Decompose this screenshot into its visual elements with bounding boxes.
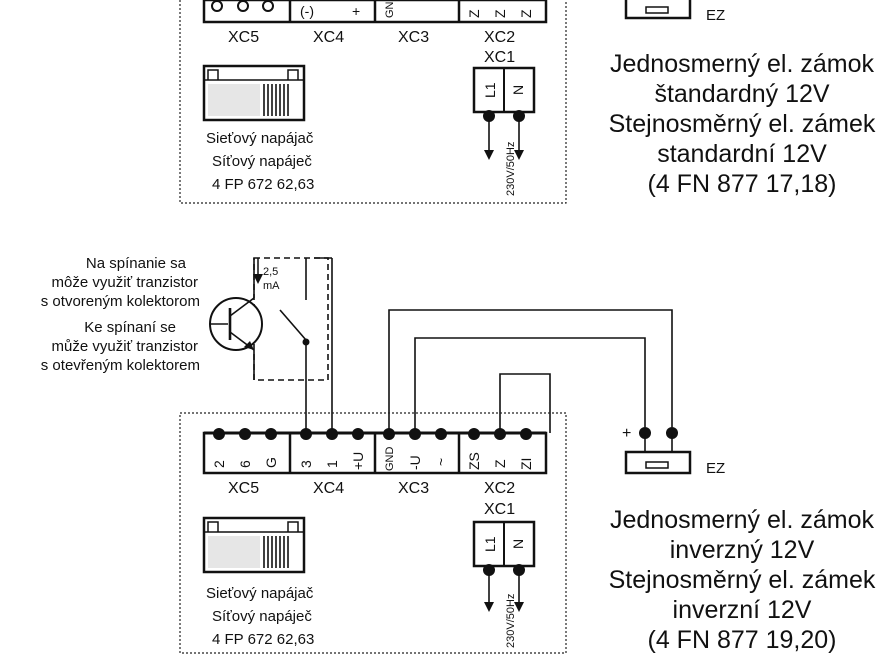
top-ez-label: EZ [706, 7, 725, 24]
pin-xc3-ac: ~ [433, 458, 449, 466]
top-label-xc5: XC5 [228, 29, 259, 46]
current-unit: mA [263, 280, 280, 292]
pin-xc4-3: 3 [298, 460, 314, 468]
top-psu-line3: 4 FP 672 62,63 [212, 176, 314, 193]
pin-xc4-1: 1 [324, 460, 340, 468]
bottom-desc-line5: (4 FN 877 19,20) [648, 626, 837, 654]
top-pin-z2: Z [492, 9, 508, 18]
top-pin-minus: (-) [300, 3, 314, 19]
top-label-xc3: XC3 [398, 29, 429, 46]
pin-xc5-2: 2 [211, 460, 227, 468]
top-power-supply-icon [202, 64, 306, 122]
note-cz-line1: Ke spínaní se [84, 319, 176, 336]
bottom-desc-line4: inverzní 12V [673, 596, 812, 624]
pin-xc2-zi: ZI [518, 458, 534, 470]
top-desc-line4: standardní 12V [657, 140, 827, 168]
note-sk-line1: Na spínanie sa [86, 255, 187, 272]
relay-contact-icon [279, 258, 310, 433]
top-pin-z3: Z [518, 9, 534, 18]
top-desc-line3: Stejnosměrný el. zámek [609, 110, 876, 138]
bottom-desc-line1: Jednosmerný el. zámok [610, 506, 875, 534]
current-value: 2,5 [263, 266, 278, 278]
bottom-psu-line2: Síťový napáječ [212, 608, 312, 625]
top-xc1-l1: L1 [482, 82, 498, 98]
bottom-label-xc1: XC1 [484, 501, 515, 518]
lock-wires [388, 309, 673, 433]
top-electric-lock-icon [624, 0, 692, 20]
bottom-mains-label: 230V/50Hz [505, 594, 517, 648]
bottom-psu-line3: 4 FP 672 62,63 [212, 631, 314, 648]
top-psu-line1: Sieťový napájač [206, 130, 314, 147]
top-psu-line2: Síťový napáječ [212, 153, 312, 170]
bottom-desc-line2: inverzný 12V [670, 536, 815, 564]
pin-xc4-plus-u: +U [350, 452, 366, 470]
bottom-label-xc5: XC5 [228, 480, 259, 497]
pin-xc5-g: G [263, 457, 279, 468]
top-desc-line2: štandardný 12V [654, 80, 829, 108]
bottom-xc1-n: N [510, 539, 526, 549]
bottom-label-xc4: XC4 [313, 480, 344, 497]
bottom-desc-line3: Stejnosměrný el. zámek [609, 566, 876, 594]
top-xc1-n: N [510, 85, 526, 95]
top-desc-line1: Jednosmerný el. zámok [610, 50, 875, 78]
bottom-xc1-l1: L1 [482, 536, 498, 552]
top-board-outline [179, 0, 567, 204]
pin-xc3-gnd: GND [384, 447, 396, 472]
top-label-xc1: XC1 [484, 49, 515, 66]
note-sk-line2: môže využiť tranzistor [52, 274, 199, 291]
note-sk-line3: s otvoreným kolektorom [41, 293, 200, 310]
bottom-power-supply-icon [202, 516, 306, 574]
pin-xc5-6: 6 [237, 460, 253, 468]
bottom-label-xc3: XC3 [398, 480, 429, 497]
note-cz-line3: s otevřeným kolektorem [41, 357, 200, 374]
top-pin-gnd: GND [384, 0, 396, 18]
top-label-xc2: XC2 [484, 29, 515, 46]
bottom-ez-label: EZ [706, 460, 725, 477]
top-desc-line5: (4 FN 877 17,18) [648, 170, 837, 198]
note-cz-line2: může využiť tranzistor [52, 338, 199, 355]
bottom-label-xc2: XC2 [484, 480, 515, 497]
bottom-psu-line1: Sieťový napájač [206, 585, 314, 602]
top-pin-plus: + [352, 3, 360, 19]
bottom-electric-lock-icon [624, 427, 692, 475]
lock-plus-sign: + [622, 425, 631, 442]
transistor-icon [209, 258, 263, 380]
top-pin-z1: Z [466, 9, 482, 18]
top-mains-label: 230V/50Hz [505, 142, 517, 196]
top-label-xc4: XC4 [313, 29, 344, 46]
pin-xc2-z: Z [492, 459, 508, 468]
pin-xc2-zs: ZS [466, 452, 482, 470]
pin-xc3-minus-u: -U [407, 455, 423, 470]
bottom-board-outline [179, 412, 567, 654]
